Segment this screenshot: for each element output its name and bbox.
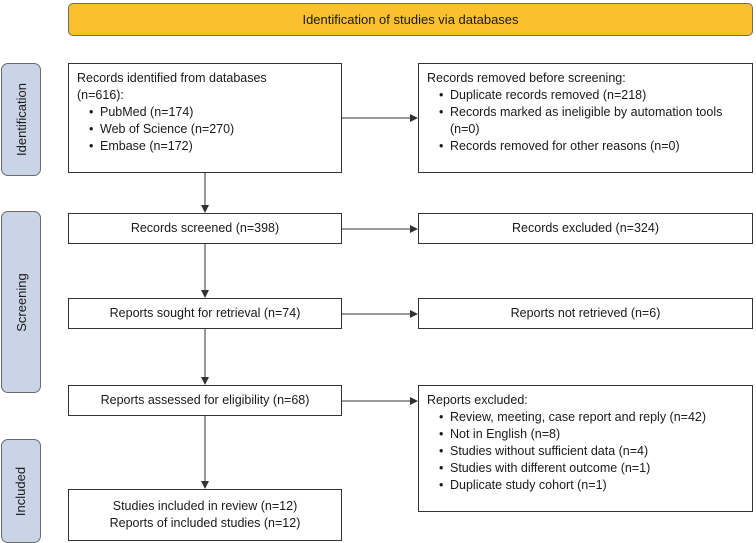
reports-included-label: Reports of included studies (n=12) xyxy=(109,516,301,530)
reports-assessed-box: Reports assessed for eligibility (n=68) xyxy=(68,385,342,416)
records-excluded-box: Records excluded (n=324) xyxy=(418,213,753,244)
reports-not-retrieved-box: Reports not retrieved (n=6) xyxy=(418,298,753,329)
exclusion-reasons-list: Review, meeting, case report and reply (… xyxy=(427,409,744,494)
list-item: Records marked as ineligible by automati… xyxy=(427,104,744,138)
records-identified-title: Records identified from databases xyxy=(77,71,267,85)
reports-not-retrieved-label: Reports not retrieved (n=6) xyxy=(510,306,661,320)
reports-assessed-label: Reports assessed for eligibility (n=68) xyxy=(100,393,310,407)
list-item: Embase (n=172) xyxy=(77,138,333,155)
records-screened-box: Records screened (n=398) xyxy=(68,213,342,244)
reports-sought-label: Reports sought for retrieval (n=74) xyxy=(109,306,301,320)
list-item: Review, meeting, case report and reply (… xyxy=(427,409,744,426)
reports-sought-box: Reports sought for retrieval (n=74) xyxy=(68,298,342,329)
records-removed-title: Records removed before screening: xyxy=(427,71,626,85)
records-excluded-label: Records excluded (n=324) xyxy=(512,221,659,235)
list-item: Duplicate records removed (n=218) xyxy=(427,87,744,104)
header-title: Identification of studies via databases xyxy=(302,12,519,27)
list-item: Web of Science (n=270) xyxy=(77,121,333,138)
stage-screening: Screening xyxy=(1,211,41,393)
records-screened-label: Records screened (n=398) xyxy=(130,221,280,235)
stage-identification: Identification xyxy=(1,63,41,176)
list-item: PubMed (n=174) xyxy=(77,104,333,121)
list-item: Not in English (n=8) xyxy=(427,426,744,443)
records-removed-box: Records removed before screening: Duplic… xyxy=(418,63,753,173)
header-banner: Identification of studies via databases xyxy=(68,3,753,36)
list-item: Studies with different outcome (n=1) xyxy=(427,460,744,477)
records-identified-box: Records identified from databases (n=616… xyxy=(68,63,342,173)
list-item: Records removed for other reasons (n=0) xyxy=(427,138,744,155)
list-item: Duplicate study cohort (n=1) xyxy=(427,477,744,494)
removed-list: Duplicate records removed (n=218) Record… xyxy=(427,87,744,155)
stage-included: Included xyxy=(1,439,41,543)
list-item: Studies without sufficient data (n=4) xyxy=(427,443,744,460)
database-list: PubMed (n=174) Web of Science (n=270) Em… xyxy=(77,104,333,155)
records-identified-total: (n=616): xyxy=(77,88,124,102)
studies-included-label: Studies included in review (n=12) xyxy=(112,499,298,513)
reports-excluded-box: Reports excluded: Review, meeting, case … xyxy=(418,385,753,512)
studies-included-box: Studies included in review (n=12) Report… xyxy=(68,489,342,541)
reports-excluded-title: Reports excluded: xyxy=(427,393,528,407)
